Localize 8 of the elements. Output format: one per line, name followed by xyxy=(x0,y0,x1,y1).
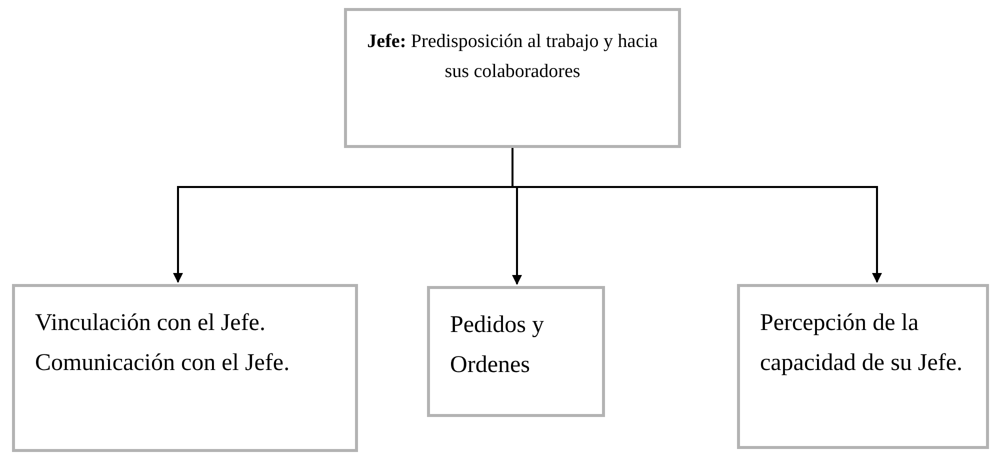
process-box xyxy=(427,286,605,417)
process-box xyxy=(737,284,989,449)
process-box xyxy=(12,284,358,452)
process-box xyxy=(344,8,681,148)
box-text: Pedidos y Ordenes xyxy=(450,311,546,380)
box-text: Percepción de la capacidad de su Jefe. xyxy=(760,309,964,378)
box-text: Vinculación con el Jefe. Comunicación con el Jefe. xyxy=(35,309,291,378)
box-text: Jefe: Predisposición al trabajo y hacia sus colaboradores xyxy=(367,30,658,84)
